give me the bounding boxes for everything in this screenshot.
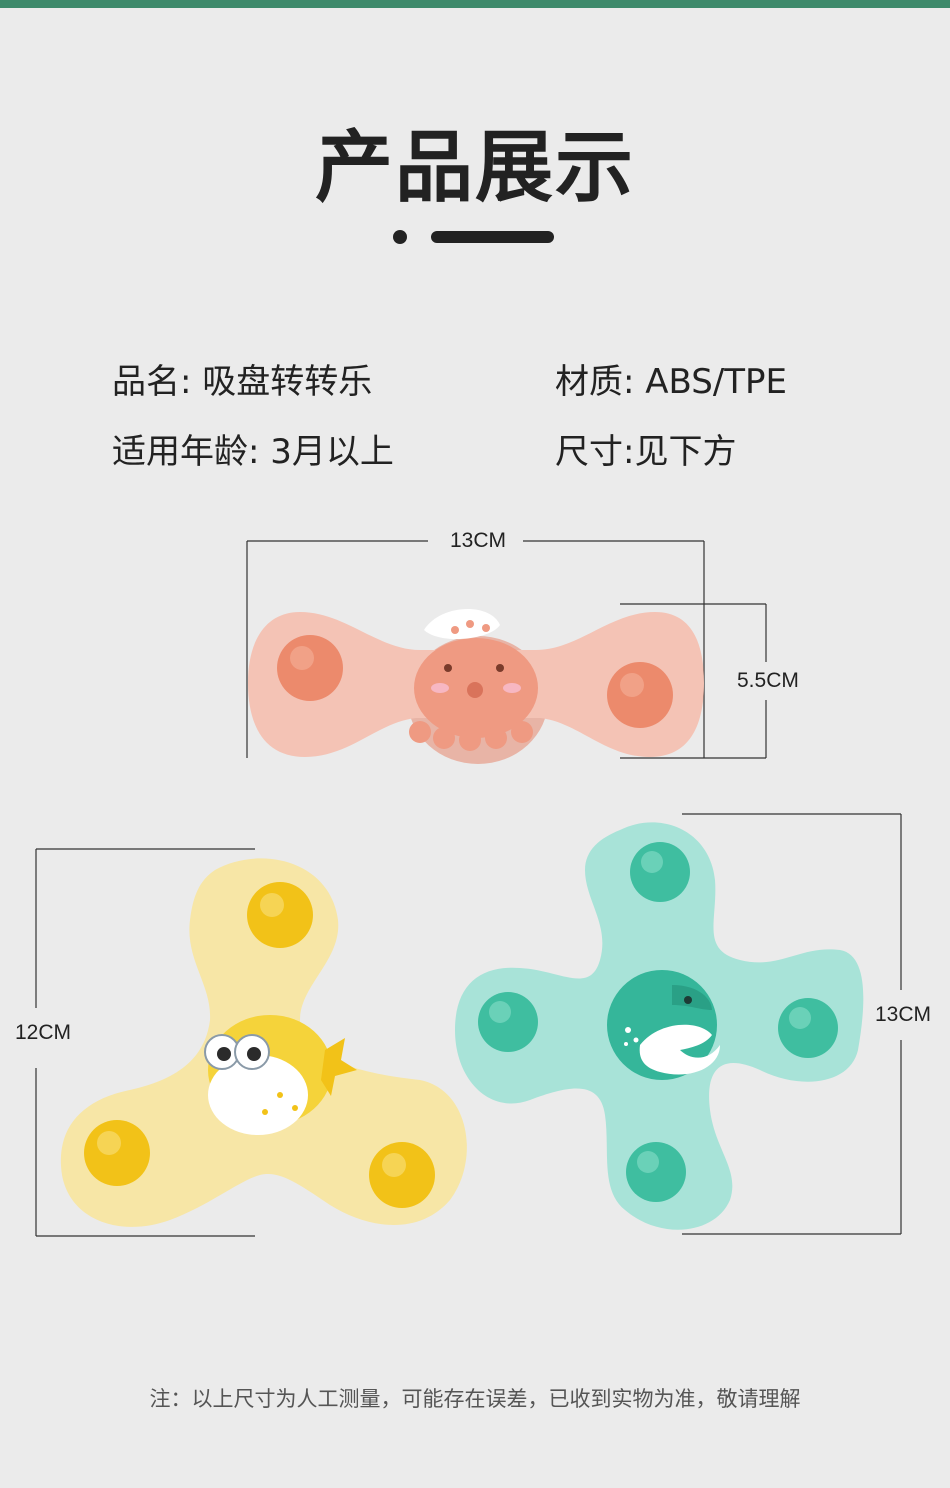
octopus-height-label: 5.5CM <box>733 669 803 693</box>
measurement-note: 注：以上尺寸为人工测量，可能存在误差，已收到实物为准，敬请理解 <box>149 1387 801 1411</box>
dolphin-spinner-image <box>455 813 902 1235</box>
pufferfish-spinner-image <box>35 848 467 1237</box>
octopus-width-label: 13CM <box>446 529 511 553</box>
spec-product-name: 品名: 吸盘转转乐 <box>112 362 373 402</box>
spec-material: 材质: ABS/TPE <box>555 362 788 402</box>
top-accent-bar <box>0 0 950 8</box>
spec-size: 尺寸:见下方 <box>555 432 737 472</box>
title-decoration-bar <box>431 231 554 243</box>
spec-age: 适用年龄: 3月以上 <box>112 432 394 472</box>
pufferfish-height-label: 12CM <box>11 1021 76 1045</box>
dolphin-height-label: 13CM <box>871 1003 936 1027</box>
page-title: 产品展示 <box>314 123 635 213</box>
octopus-spinner-image <box>246 540 767 764</box>
title-decoration-dot <box>393 230 407 244</box>
